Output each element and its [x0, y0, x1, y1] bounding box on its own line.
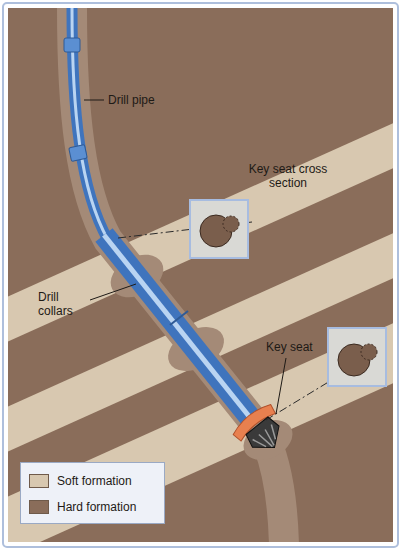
inset-frame — [328, 328, 386, 386]
legend-text: Hard formation — [57, 500, 136, 514]
leader-line — [90, 284, 136, 300]
drill-collar — [104, 235, 252, 420]
key-seat-section — [361, 344, 377, 360]
leader-line — [276, 358, 286, 414]
legend-entry: Hard formation — [29, 499, 136, 515]
part-label: Key seat — [266, 340, 336, 354]
part-label: Drill collars — [38, 290, 93, 318]
cross-section-inset — [190, 200, 248, 258]
drill-bit — [230, 401, 293, 463]
formation-section — [8, 8, 393, 542]
tool-joint — [64, 38, 80, 52]
legend-text: Soft formation — [57, 474, 132, 488]
legend-box: Soft formationHard formation — [20, 462, 165, 524]
part-label: Key seat cross section — [240, 162, 336, 190]
tool-joint — [69, 144, 88, 161]
bit-body — [244, 415, 288, 458]
part-label: Drill pipe — [108, 93, 198, 107]
leader-line — [84, 100, 104, 101]
legend-entry: Soft formation — [29, 473, 132, 489]
cross-section-inset — [328, 328, 386, 386]
inset-frame — [190, 200, 248, 258]
legend-swatch — [29, 474, 49, 488]
collar-joint — [170, 311, 188, 325]
key-seat-section — [223, 216, 239, 232]
legend-swatch — [29, 500, 49, 514]
collar-highlight — [104, 235, 252, 420]
soft-band — [8, 123, 393, 341]
bit-teeth — [253, 424, 283, 453]
